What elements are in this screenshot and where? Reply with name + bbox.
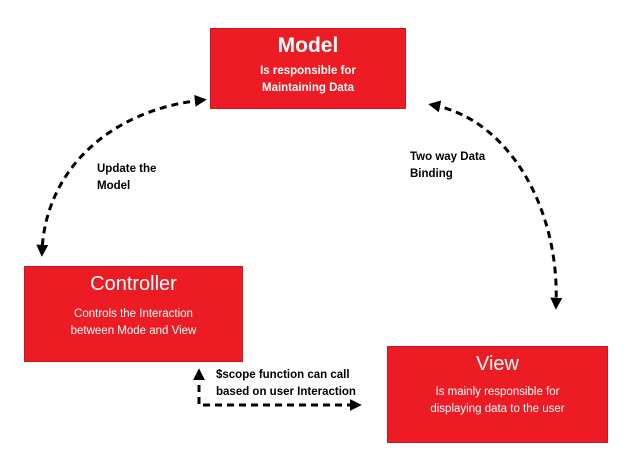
update-model-label: Update the Model [97,163,157,192]
two-way-binding-label: Two way Data Binding [410,151,486,180]
view-box: View Is mainly responsible for displayin… [387,346,608,443]
arrow-controller-view [193,368,362,411]
scope-function-label: $scope function can call based on user I… [216,369,356,398]
view-description: Is mainly responsible for displaying dat… [430,386,565,415]
view-title: View [476,353,519,375]
arrow-model-controller [36,94,207,257]
controller-description: Controls the Interaction between Mode an… [70,308,197,337]
arrow-model-view [428,100,563,310]
controller-title: Controller [90,273,177,295]
model-title: Model [277,34,339,57]
model-box: Model Is responsible for Maintaining Dat… [210,28,406,109]
controller-box: Controller Controls the Interaction betw… [24,266,243,362]
model-description: Is responsible for Maintaining Data [260,65,356,95]
